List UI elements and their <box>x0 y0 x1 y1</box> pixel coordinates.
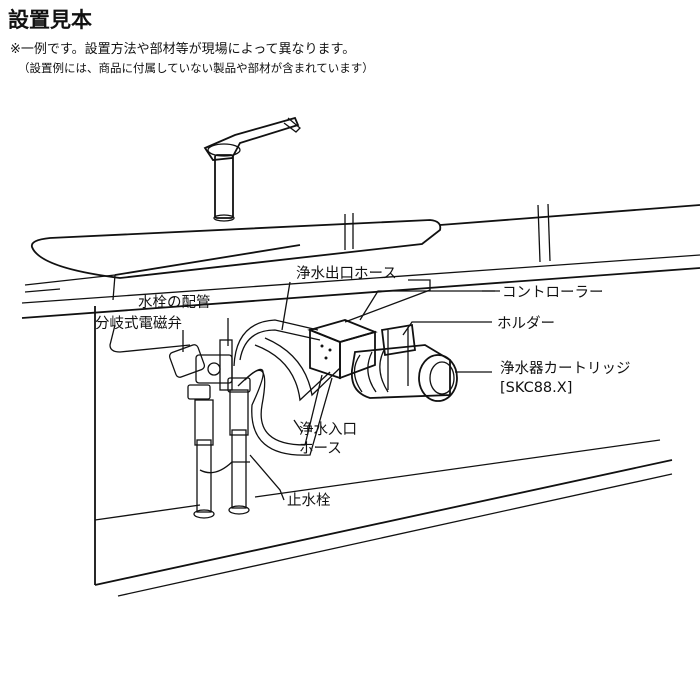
controller-label: コントローラー <box>502 285 604 301</box>
cartridge-label-line2: [SKC88.X] <box>500 380 572 396</box>
stop-valve-label: 止水栓 <box>287 492 331 509</box>
installation-subnote: （設置例には、商品に付属していない製品や部材が含まれています） <box>18 61 374 75</box>
inlet-hose-label-line1: 浄水入口 <box>299 421 357 438</box>
solenoid-valve-label: 分岐式電磁弁 <box>95 315 182 332</box>
leader-lines <box>182 279 500 501</box>
cartridge-label-line1: 浄水器カートリッジ <box>500 360 631 377</box>
holder-label: ホルダー <box>497 315 555 332</box>
faucet-pipe-label: 水栓の配管 <box>138 294 211 311</box>
inlet-hose-label-line2: ホース <box>299 441 342 457</box>
sink-basin <box>30 213 442 279</box>
hoses <box>233 319 341 456</box>
solenoid-valve <box>168 344 233 384</box>
countertop <box>21 203 700 319</box>
page-title: 設置見本 <box>8 8 92 32</box>
filter-cartridge <box>350 323 458 402</box>
supply-pipes <box>187 339 251 519</box>
controller-box <box>307 319 378 380</box>
faucet <box>203 116 301 222</box>
sink-cabinet <box>94 306 673 597</box>
installation-note: ※一例です。設置方法や部材等が現場によって異なります。 <box>10 42 356 57</box>
outlet-hose-label: 浄水出口ホース <box>296 265 397 282</box>
